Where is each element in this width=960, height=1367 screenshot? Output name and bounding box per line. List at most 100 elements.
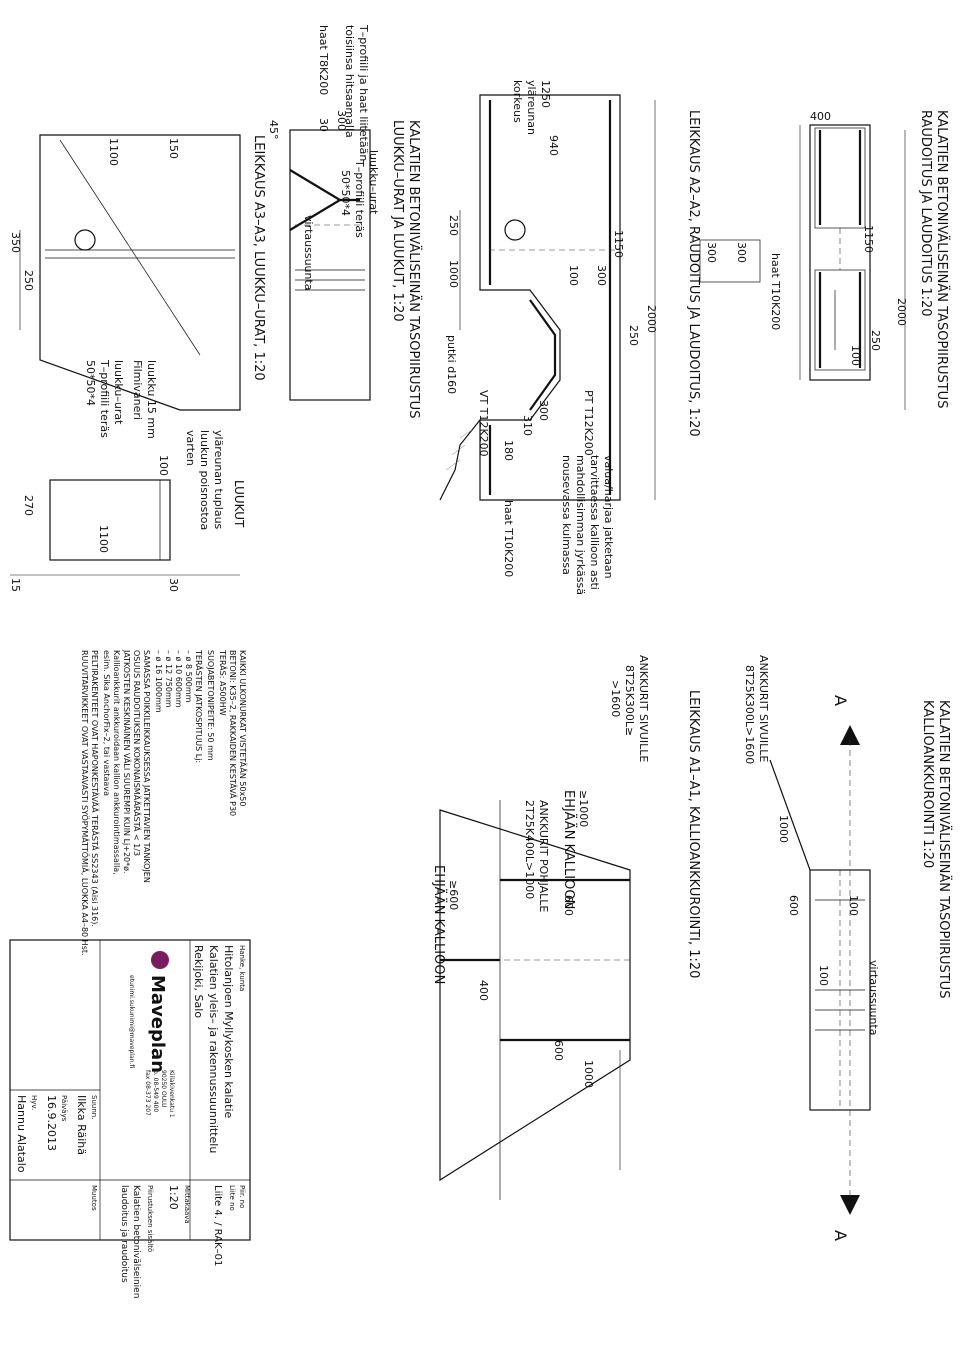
a2-note-1: valua/harjaa jatketaan [602, 455, 615, 579]
note-line: JATKOSTEN KESKINÄINEN VÄLI SUUREMPI KUIN… [122, 649, 132, 874]
tb-sisalto-2: laudoitus ja raudoitus [119, 1185, 129, 1283]
a2-rock-line [439, 419, 481, 501]
a3-dim-350: 350 [9, 232, 22, 253]
a3-dim-100: 100 [157, 455, 170, 476]
note-line: SUOJABETONIPEITE: 50 mm [206, 650, 215, 761]
a3-urat-1: luukku–urat [112, 360, 125, 425]
a3-dim-1100b: 1100 [97, 525, 110, 553]
a2-section-label: LEIKKAUS A2–A2, RAUDOITUS JA LAUDOITUS, … [686, 110, 701, 437]
general-notes: KAIKKI ULKONURKAT VISTETÄÄN 50x50 BETONI… [80, 649, 248, 956]
a2-detail-box [699, 239, 761, 283]
a2-dim-300c: 300 [595, 265, 608, 286]
a2-dim-2000b: 2000 [645, 305, 658, 333]
a1-dim-1000b: 1000 [582, 1060, 595, 1088]
a2-label-pt: PT T12K200 [582, 390, 595, 456]
a1-ehjaan-2: EHJÄÄN KALLIOON [561, 790, 577, 909]
tb-suunn: Ilkka Räihä [75, 1095, 88, 1155]
a1-ank-sivuille-5: >1600 [609, 680, 622, 717]
a2-dim-310: 310 [521, 415, 534, 436]
tb-pii-no-label: Piir. no [238, 1185, 246, 1208]
tb-email: etunimi.sukunimi@maveplan.fi [128, 975, 135, 1068]
a1-anchor-line [769, 759, 811, 871]
section-a1: KALATIEN BETONIVÄLISEINÄN TASOPIIRUSTUS … [431, 655, 952, 1241]
note-line: Kallioankkurit ankkuroidaan kallion ankk… [112, 650, 121, 875]
tb-project-3: Rekijoki, Salo [192, 945, 205, 1018]
a2-note-2: tarvittaessa kallioon asti [588, 455, 601, 590]
note-line: SAMASSA POIKKILEIKKAUKSESSA JATKETTAVIEN… [142, 650, 151, 883]
a2-dim-100: 100 [849, 345, 862, 366]
a2-dim-1150: 1150 [862, 225, 875, 253]
a1-ank-sivuille-2: 8T25K300L>1600 [743, 665, 756, 764]
a1-ank-sivuille-1: ANKKURIT SIVUILLE [757, 655, 770, 762]
a2-dim-300a: 300 [735, 242, 748, 263]
tb-company: Maveplan [147, 975, 168, 1073]
a1-section-outline [439, 809, 631, 1182]
a3-luukut-1: yläreunan tuplaus [212, 430, 225, 530]
a3-label-luukku-urat: luukku–urat [367, 150, 380, 215]
tb-addr-2: 90250 OULU [160, 1070, 167, 1108]
a3-dim-1100: 1100 [107, 138, 120, 166]
a1-ank-pohja-2: 2T25K400L>1000 [523, 800, 536, 899]
tb-project-1: Hitolanjoen Myllykosken kalatie [222, 945, 235, 1119]
a2-label-putki: putki d160 [445, 335, 458, 394]
a3-luukut-3: varten [184, 430, 197, 466]
tb-paivays: 16.9.2013 [45, 1095, 58, 1151]
tb-piirustuksen-label: Piirustuksen sisältö [146, 1185, 154, 1252]
note-line: RUUVITARVIKKEET OVAT VASTAAVASTI SYÖPYMÄ… [80, 650, 90, 956]
a2-section-outline [479, 94, 621, 501]
a3-dim-30: 30 [317, 118, 330, 132]
a2-dim-1000: 1000 [447, 260, 460, 288]
rotated-drawing: KALATIEN BETONIVÄLISEINÄN TASOPIIRUSTUS … [9, 24, 952, 1298]
a3-title-2: LUUKKU–URAT JA LUUKUT, 1:20 [390, 120, 405, 322]
a3-dim-270: 270 [22, 495, 35, 516]
a3-pipe-circle [74, 229, 96, 251]
a3-dim-250: 250 [22, 270, 35, 291]
note-line: TERÄSTEN JATKOSPITUUS Lj: [194, 649, 204, 763]
note-line: PELTIRAKENTEET OVAT HAPONKESTÄVÄÄ TERÄST… [90, 650, 100, 927]
a2-wall-plan-outline [809, 124, 871, 381]
tb-mittakaava-label: Mittakaava [183, 1185, 191, 1224]
a3-dim-30b: 30 [167, 578, 180, 592]
note-line: – ø 8 500mm [184, 650, 193, 703]
a3-luukut-2: luukun poisnostoa [198, 430, 211, 530]
a2-note-3: mahdollisimman jyrkässä [574, 455, 587, 595]
a3-diagonal [59, 139, 201, 356]
tb-addr-4: fax 08-373 207 [144, 1070, 151, 1116]
a1-arrow-left [840, 725, 860, 745]
a3-dim-150: 150 [167, 138, 180, 159]
tb-project-2: Kalatien yleis– ja rakennussuunnittelu [207, 945, 220, 1153]
a1-dim-100b: 100 [817, 965, 830, 986]
rock-hatch [459, 429, 473, 439]
tb-liite-no-label: Liite no [228, 1185, 236, 1211]
a1-dim-600: 600 [787, 895, 800, 916]
a2-height-2: yläreunan [525, 80, 538, 135]
a1-ehjaan-1: ≥1000 [577, 790, 590, 827]
note-line: – ø 10 600mm [174, 650, 183, 708]
a1-section-label: LEIKKAUS A1–A1, KALLIOANKKUROINTI, 1:20 [686, 690, 701, 978]
rock-hatch [445, 459, 461, 471]
a3-luukut-title: LUUKUT [232, 480, 246, 528]
a2-label-haat: haat T10K200 [769, 253, 782, 330]
a2-section-bar-notch [529, 299, 557, 411]
a2-dim-300b: 300 [705, 242, 718, 263]
a3-luukku-1: luukku 15 mm [145, 360, 158, 439]
tb-hanke-label: Hanke, kunta [238, 945, 246, 991]
a2-pipe-circle [504, 219, 526, 241]
a3-label-haat: haat T8K200 [317, 25, 330, 95]
a2-dim-250: 250 [869, 330, 882, 351]
tb-sisalto-1: Kalatien betonivälseinien [131, 1185, 141, 1298]
a2-title-1: KALATIEN BETONIVÄLISEINÄN TASOPIIRUSTUS [934, 110, 950, 408]
a2-dim-250c: 250 [447, 215, 460, 236]
a1-dim-600b: 600 [562, 895, 575, 916]
maveplan-logo-icon [151, 951, 169, 969]
note-line: TERÄS: A500HW [218, 649, 228, 716]
tb-muutos-label: Muutos [90, 1185, 98, 1211]
a2-dim-940: 940 [547, 135, 560, 156]
a1-ank-sivuille-3: ANKKURIT SIVUILLE [637, 655, 650, 762]
tb-hyv: Hannu Alatalo [15, 1095, 28, 1173]
a2-dim-100b: 100 [567, 265, 580, 286]
note-line: – ø 16 1000mm [154, 650, 163, 713]
a1-label-a-bottom: A [831, 1230, 850, 1241]
